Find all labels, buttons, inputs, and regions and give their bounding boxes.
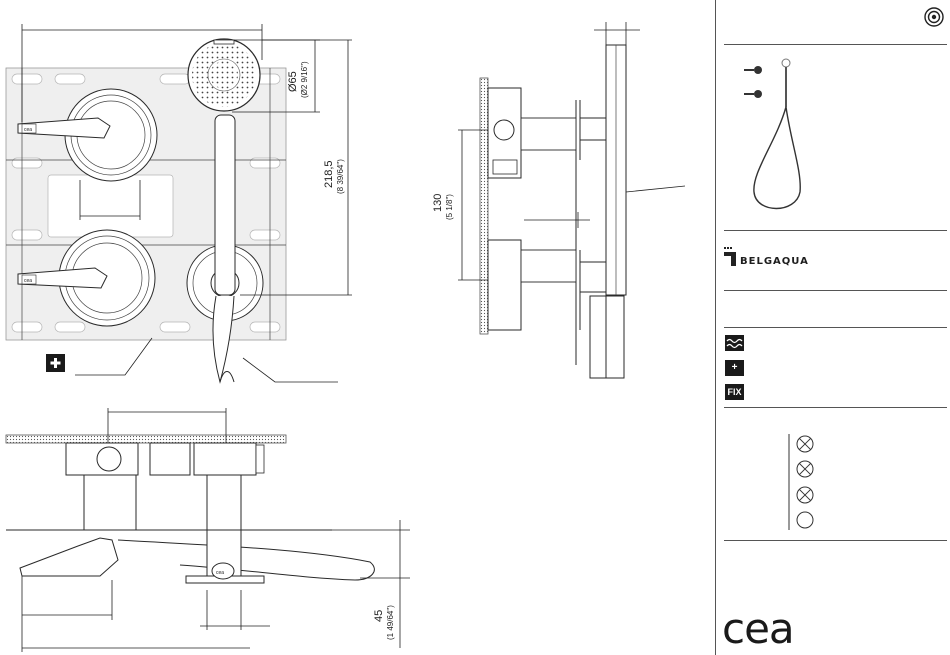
svg-text:cea: cea	[24, 278, 32, 284]
divider	[724, 230, 947, 231]
dim-overall-height-in: (8 39/64")	[336, 159, 345, 194]
crossed-circle-icon	[797, 461, 813, 477]
plus-icon	[46, 354, 65, 372]
front-view: cea cea	[6, 24, 352, 382]
cea-logo: cea	[722, 604, 794, 654]
svg-text:cea: cea	[216, 570, 224, 576]
product-thumbnail	[736, 52, 816, 222]
info-panel: BELGAQUA + FIX cea	[715, 0, 950, 655]
divider	[724, 540, 947, 541]
concentric-circles-icon	[923, 6, 945, 28]
finish-symbols	[786, 432, 826, 532]
divider	[724, 44, 947, 45]
crossed-circle-icon	[797, 487, 813, 503]
svg-text:cea: cea	[24, 127, 32, 133]
technical-drawing: cea cea	[0, 0, 715, 655]
side-view	[458, 22, 685, 378]
dim-projection-in: (1 49/64")	[386, 605, 395, 640]
dim-shower-diameter-in: (Ø2 9/16")	[300, 61, 309, 98]
divider	[724, 327, 947, 328]
fix-badge: FIX	[725, 384, 744, 400]
plus-badge-icon: +	[725, 360, 744, 376]
crossed-circle-icon	[797, 436, 813, 452]
dim-side-spacing-in: (5 1/8")	[445, 194, 454, 220]
divider	[724, 290, 947, 291]
empty-circle-icon	[797, 512, 813, 528]
dim-overall-height: 218,5	[323, 160, 335, 188]
top-view: cea	[6, 408, 410, 652]
water-wave-icon	[725, 335, 744, 351]
divider	[724, 407, 947, 408]
dim-side-spacing: 130	[432, 194, 444, 212]
dim-projection: 45	[373, 610, 385, 622]
dim-shower-diameter: Ø65	[287, 71, 299, 92]
brand-label: BELGAQUA	[740, 256, 809, 267]
